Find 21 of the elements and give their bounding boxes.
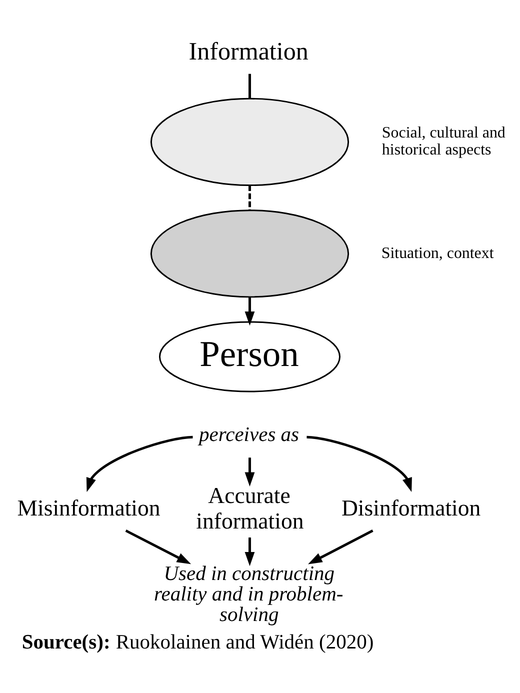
node-label: Situation, context — [381, 244, 494, 262]
arrow — [308, 530, 374, 564]
arrow — [244, 458, 255, 486]
arrow — [244, 296, 255, 326]
node-text: perceives as — [199, 424, 300, 446]
node-text: Disinformation — [341, 496, 481, 521]
arrow — [244, 537, 255, 566]
node-text: Information — [188, 38, 308, 66]
node-text: Accurate information — [196, 483, 304, 534]
arrow — [86, 436, 193, 492]
node-ellipse: Person — [158, 321, 340, 392]
node-text: Used in constructing reality and in problem-solving — [154, 562, 344, 626]
arrow — [125, 530, 192, 564]
arrow — [306, 436, 412, 492]
node-label: Social, cultural and historical aspects — [382, 124, 506, 159]
connector — [248, 185, 251, 210]
connector — [248, 74, 251, 99]
node-ellipse — [150, 98, 350, 186]
node-text: Misinformation — [17, 496, 160, 521]
node-ellipse — [150, 210, 350, 298]
caption: Source(s): Ruokolainen and Widén (2020) — [22, 631, 374, 654]
